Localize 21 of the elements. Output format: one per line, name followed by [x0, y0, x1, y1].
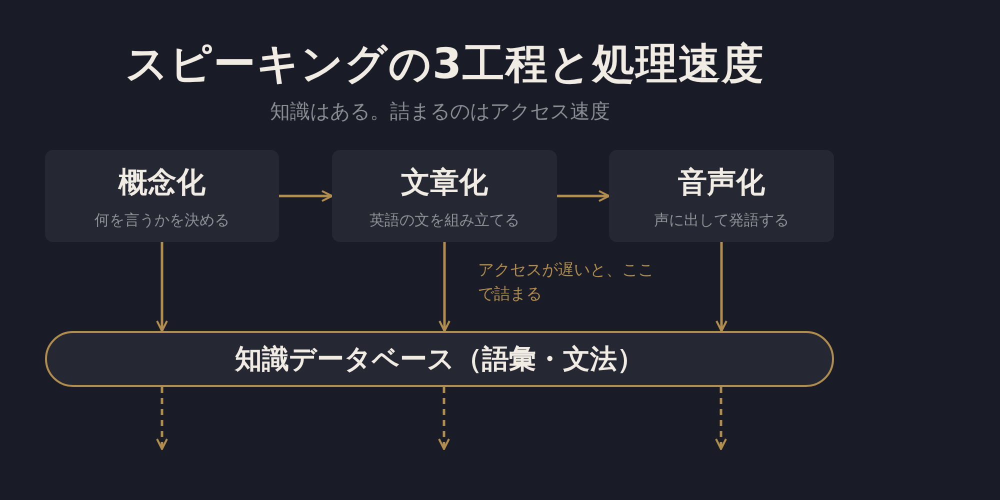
- node-title: 文章化: [401, 164, 488, 200]
- subtitle: 知識はある。詰まるのはアクセス速度: [269, 98, 611, 125]
- title: スピーキングの3工程と処理速度: [124, 38, 766, 90]
- node-description: 何を言うかを決める: [94, 210, 230, 230]
- dashed-arrow: [438, 387, 450, 450]
- node-description: 声に出して発語する: [654, 210, 789, 230]
- node-title: 知識データベース（語彙・文法）: [235, 343, 644, 377]
- dashed-arrow: [715, 387, 727, 450]
- node-title: 音声化: [678, 164, 765, 200]
- arrow: [279, 190, 333, 202]
- node-description: 英語の文を組み立てる: [370, 210, 520, 230]
- arrow: [557, 190, 610, 202]
- arrow: [716, 242, 728, 332]
- arrow: [156, 242, 168, 332]
- dashed-arrow: [156, 387, 168, 450]
- process-box: [609, 150, 834, 242]
- process-box: [332, 150, 557, 242]
- process-box: [45, 150, 279, 242]
- arrow: [438, 242, 450, 332]
- node-title: 概念化: [118, 164, 206, 200]
- edge-label: アクセスが遅いと、ここで詰まる: [478, 259, 655, 305]
